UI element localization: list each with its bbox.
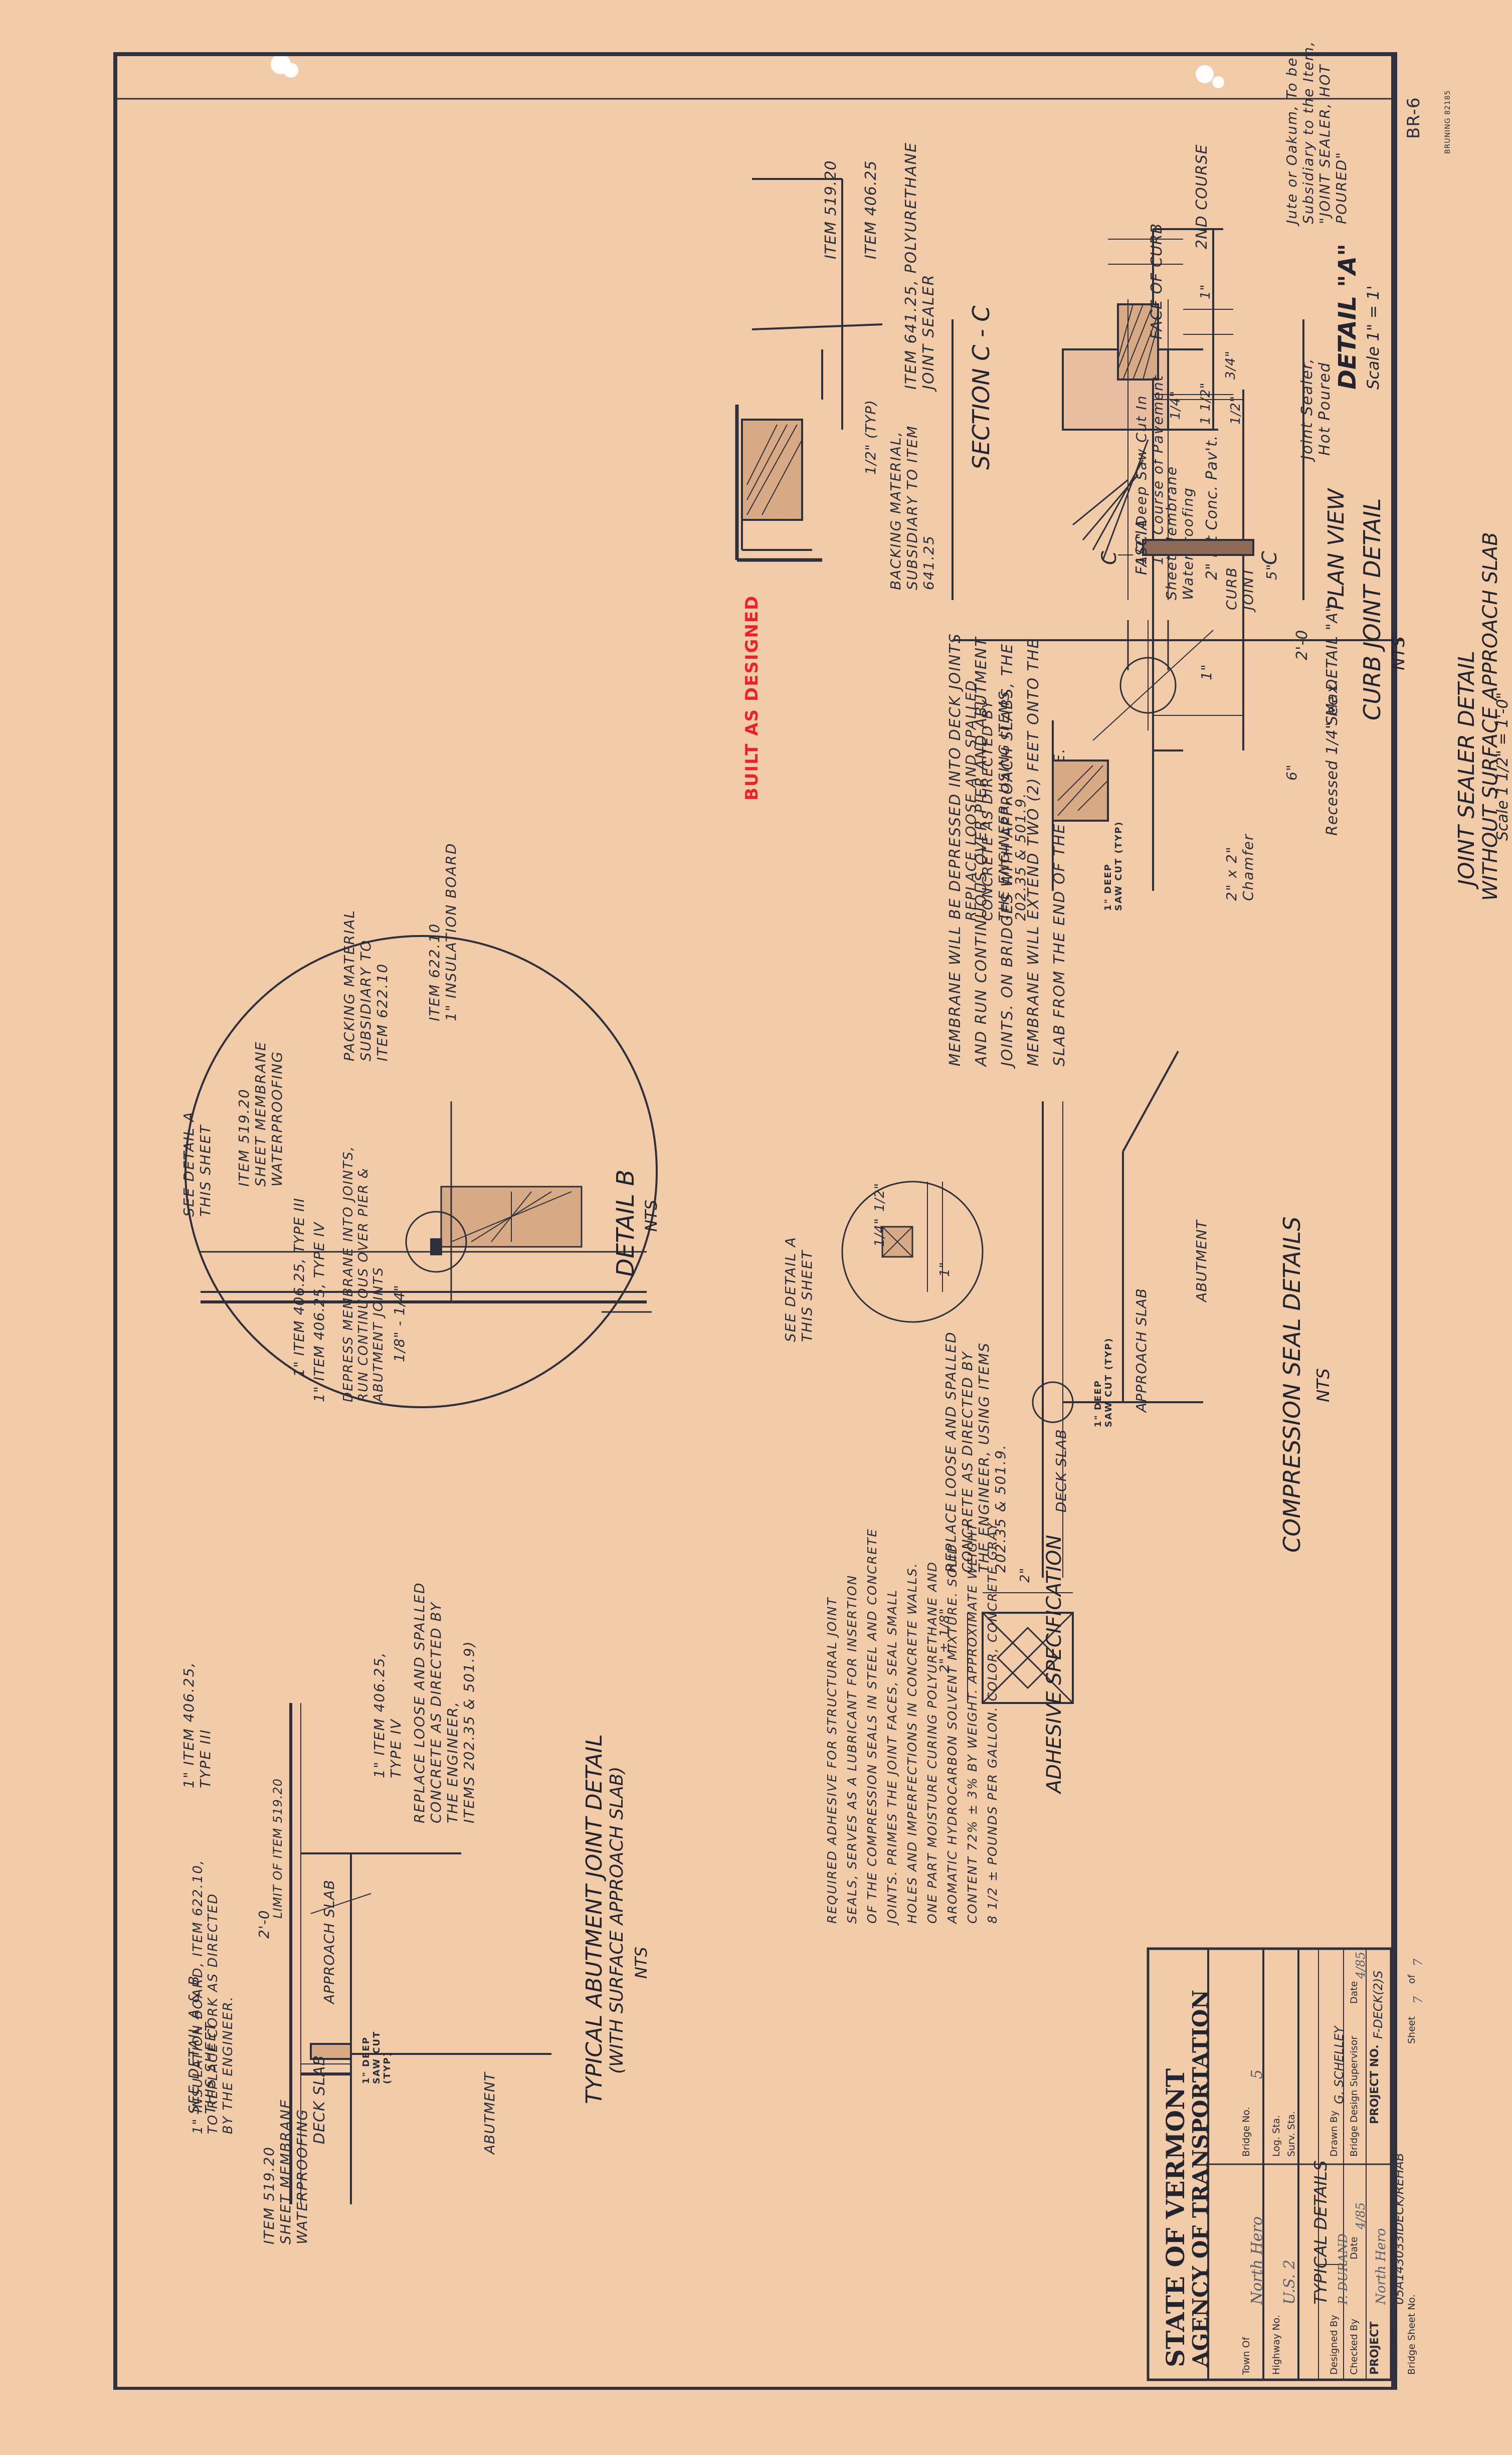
- tb-lgc: 05A143033IDECK/REHAB: [1392, 2153, 1406, 2305]
- tb-supervisor-label: Bridge Design Supervisor: [1349, 2035, 1360, 2157]
- tb-project: North Hero: [1374, 2228, 1389, 2305]
- tb-sheet-label: Sheet: [1406, 2016, 1417, 2044]
- tb-highway-label: Highway No.: [1271, 2315, 1282, 2375]
- tb-sheet-total: 7: [1411, 1958, 1425, 1966]
- tb-bridge-sheet-label: Bridge Sheet No.: [1406, 2294, 1417, 2375]
- tb-project-label: PROJECT: [1369, 2321, 1381, 2375]
- tb-log-sta: Log. Sta.: [1271, 2115, 1282, 2157]
- tb-date1: 4/85: [1354, 2202, 1368, 2229]
- punch-hole: [1196, 65, 1214, 83]
- tb-bridge-no: 5: [1248, 2069, 1266, 2079]
- tb-designed: P. DURAND: [1336, 2233, 1350, 2305]
- tb-lgc-label: L.G.C. Info.: [1389, 2322, 1400, 2375]
- tb-checked-label: Checked By: [1349, 2319, 1360, 2375]
- tb-project-no-label: PROJECT NO.: [1369, 2044, 1381, 2124]
- tb-town-label: Town Of: [1241, 2337, 1252, 2375]
- tb-surv-sta: Surv. Sta.: [1286, 2111, 1297, 2157]
- tb-drawing-title: TYPICAL DETAILS: [1311, 2160, 1331, 2305]
- tb-date2: 4/85: [1354, 1952, 1368, 1979]
- tb-sheet-no: 7: [1411, 1996, 1425, 2004]
- punch-hole: [1212, 76, 1224, 88]
- tb-state: STATE OF VERMONT: [1161, 2068, 1190, 2367]
- tb-date-label: Date: [1349, 2236, 1360, 2259]
- tb-date-label: Date: [1349, 1981, 1360, 2004]
- tb-designed-label: Designed By: [1329, 2315, 1340, 2375]
- tb-drawn-label: Drawn By: [1329, 2111, 1340, 2157]
- tb-of-label: of: [1406, 1974, 1417, 1984]
- tb-highway: U.S. 2: [1281, 2259, 1298, 2305]
- tb-project-no: F-DECK(2)S: [1371, 1970, 1385, 2039]
- tb-bridge-no-label: Bridge No.: [1241, 2107, 1252, 2157]
- punch-hole: [283, 63, 298, 78]
- tb-drawn: G. SCHELLEY: [1332, 2026, 1346, 2104]
- tb-agency: AGENCY OF TRANSPORTATION: [1188, 1990, 1213, 2367]
- tb-town: North Hero: [1248, 2216, 1266, 2305]
